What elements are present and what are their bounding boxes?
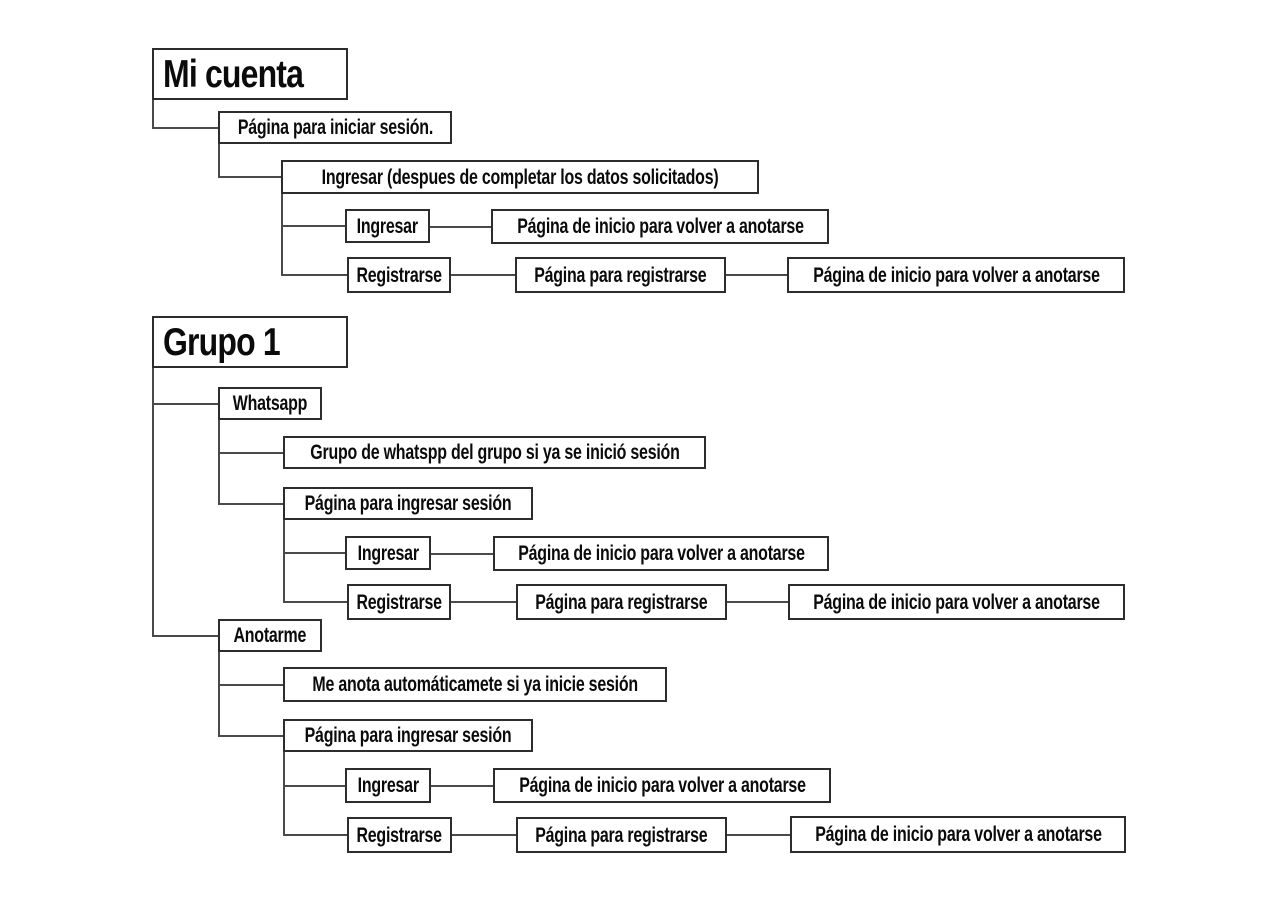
node-g1-whatsapp: Whatsapp xyxy=(218,387,322,420)
connector-line xyxy=(727,833,790,836)
node-label: Página para registrarse xyxy=(535,823,708,847)
node-g1-registrarse-1: Registrarse xyxy=(347,584,451,620)
node-g1-ingresar-2: Ingresar xyxy=(345,768,431,803)
node-label: Ingresar xyxy=(356,214,419,238)
node-mc-pagina-iniciar-sesion: Página para iniciar sesión. xyxy=(218,111,452,144)
node-label: Registrarse xyxy=(356,590,442,614)
connector-line xyxy=(218,734,283,737)
node-label: Página de inicio para volver a anotarse xyxy=(814,823,1102,846)
node-label: Página para registrarse xyxy=(534,263,707,287)
connector-line xyxy=(283,752,285,836)
node-g1-registrarse-2: Registrarse xyxy=(347,817,452,853)
connector-line xyxy=(451,601,516,603)
connector-line xyxy=(218,451,283,454)
node-g1-inicio-volver-4: Página de inicio para volver a anotarse xyxy=(790,816,1126,853)
node-g1-pagina-ingresar-2: Página para ingresar sesión xyxy=(283,719,533,752)
node-g1-anota-automatico: Me anota automáticamete si ya inicie ses… xyxy=(283,667,667,702)
connector-line xyxy=(218,420,220,505)
node-label: Página de inicio para volver a anotarse xyxy=(518,774,806,797)
connector-line xyxy=(726,274,787,276)
node-label: Ingresar (despues de completar los datos… xyxy=(321,165,719,189)
connector-line xyxy=(431,784,493,787)
node-mc-inicio-volver-1: Página de inicio para volver a anotarse xyxy=(491,209,829,244)
node-label: Whatsapp xyxy=(232,392,308,415)
connector-line xyxy=(218,652,220,737)
node-g1-inicio-volver-2: Página de inicio para volver a anotarse xyxy=(788,584,1125,620)
node-mc-pagina-registrarse: Página para registrarse xyxy=(515,257,726,293)
node-g1-pagina-registrarse-1: Página para registrarse xyxy=(516,584,727,620)
connector-line xyxy=(283,601,347,603)
mi-cuenta-title: Mi cuenta xyxy=(152,48,348,100)
node-label: Página de inicio para volver a anotarse xyxy=(813,590,1100,614)
connector-line xyxy=(281,194,283,276)
node-mc-ingresar: Ingresar xyxy=(345,209,430,243)
connector-line xyxy=(218,176,281,178)
node-g1-ingresar-1: Ingresar xyxy=(345,536,431,570)
node-label: Página de inicio para volver a anotarse xyxy=(517,542,805,565)
node-g1-inicio-volver-1: Página de inicio para volver a anotarse xyxy=(493,536,829,571)
node-g1-pagina-ingresar-1: Página para ingresar sesión xyxy=(283,487,533,520)
connector-line xyxy=(218,502,283,505)
connector-line xyxy=(218,144,220,178)
node-label: Anotarme xyxy=(233,624,307,647)
connector-line xyxy=(152,100,154,129)
connector-line xyxy=(727,601,788,603)
node-label: Página para ingresar sesión xyxy=(304,492,512,515)
node-mc-inicio-volver-2: Página de inicio para volver a anotarse xyxy=(787,257,1125,293)
connector-line xyxy=(281,225,345,227)
connector-line xyxy=(152,368,154,637)
node-g1-pagina-registrarse-2: Página para registrarse xyxy=(516,817,727,853)
connector-line xyxy=(218,683,283,686)
connector-line xyxy=(152,402,218,405)
connector-line xyxy=(281,274,347,276)
node-label: Me anota automáticamete si ya inicie ses… xyxy=(312,673,638,696)
node-label: Página de inicio para volver a anotarse xyxy=(516,215,804,238)
node-g1-grupo-whatsapp: Grupo de whatspp del grupo si ya se inic… xyxy=(283,436,706,469)
connector-line xyxy=(451,274,515,276)
grupo-1-title: Grupo 1 xyxy=(152,316,348,368)
node-label: Página para ingresar sesión xyxy=(304,724,512,747)
node-label: Grupo de whatspp del grupo si ya se inic… xyxy=(309,441,680,464)
connector-line xyxy=(283,784,345,787)
node-label: Mi cuenta xyxy=(163,52,304,96)
connector-line xyxy=(452,834,516,836)
node-label: Página para registrarse xyxy=(535,590,708,614)
connector-line xyxy=(283,834,347,836)
node-mc-ingresar-datos: Ingresar (despues de completar los datos… xyxy=(281,160,759,194)
node-label: Grupo 1 xyxy=(163,320,281,364)
connector-line xyxy=(283,552,345,554)
node-label: Ingresar xyxy=(357,541,419,565)
node-g1-anotarme: Anotarme xyxy=(218,619,322,652)
connector-line xyxy=(283,520,285,603)
node-label: Página de inicio para volver a anotarse xyxy=(812,263,1100,287)
connector-line xyxy=(152,126,218,129)
node-g1-inicio-volver-3: Página de inicio para volver a anotarse xyxy=(493,768,831,803)
node-label: Ingresar xyxy=(357,774,419,797)
node-label: Registrarse xyxy=(356,823,443,847)
connector-line xyxy=(430,225,491,228)
connector-line xyxy=(152,634,218,637)
node-label: Página para iniciar sesión. xyxy=(237,116,433,139)
node-mc-registrarse: Registrarse xyxy=(347,257,451,293)
node-label: Registrarse xyxy=(356,263,442,287)
connector-line xyxy=(431,552,493,555)
